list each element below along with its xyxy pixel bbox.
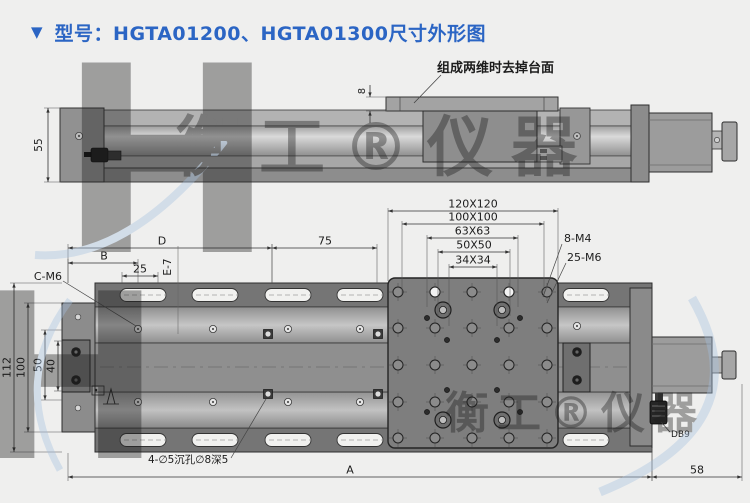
m6-hole	[429, 432, 441, 444]
watermark-logo-h: H	[0, 246, 163, 503]
label-db9: DB9	[671, 430, 690, 440]
m6-hole	[429, 322, 441, 334]
watermark-swoosh	[34, 137, 229, 260]
dim-label: 120X120	[448, 198, 498, 211]
switch-symbol	[91, 385, 105, 396]
highlight-hole	[503, 286, 515, 298]
dim-label: B	[100, 250, 108, 263]
m6-hole	[541, 432, 553, 444]
dim-label: 58	[690, 464, 704, 477]
dim-label: 50	[32, 358, 45, 372]
dim-label: 50X50	[456, 239, 492, 252]
watermark-swoosh	[598, 295, 719, 497]
dim-label: 75	[318, 235, 332, 248]
m4-hole	[424, 315, 430, 321]
side-view	[59, 96, 738, 183]
label-c-m6: C-M6	[34, 270, 62, 283]
m6-hole	[392, 396, 404, 408]
highlight-hole	[429, 286, 441, 298]
m6-hole	[541, 322, 553, 334]
dim-label: 112	[1, 357, 14, 378]
m6-hole	[392, 359, 404, 371]
watermark-swoosh	[33, 297, 73, 472]
dim-label: 100	[15, 357, 28, 378]
dim-label: 25	[133, 263, 147, 276]
plan-motor-body	[651, 336, 713, 394]
m6-hole	[466, 359, 478, 371]
plan-motor-knob	[721, 350, 737, 380]
dim-label: A	[346, 464, 354, 477]
label-8-m4: 8-M4	[564, 232, 591, 245]
m6-hole	[541, 396, 553, 408]
m4-hole	[494, 387, 500, 393]
side-connector-plug	[107, 150, 122, 161]
dim-label: D	[158, 235, 166, 248]
watermark-brand-text: 衡工®仪器	[175, 109, 595, 186]
m6-hole	[466, 322, 478, 334]
label-e7: E-7	[162, 258, 174, 275]
side-motor-body	[648, 112, 713, 173]
m4-hole	[444, 387, 450, 393]
m6-hole	[466, 396, 478, 408]
dim-label: 63X63	[455, 225, 491, 238]
watermark-logo-h: H	[58, 12, 276, 314]
m6-hole	[429, 359, 441, 371]
m6-hole	[503, 359, 515, 371]
page-title-text: 型号：HGTA01200、HGTA01300尺寸外形图	[54, 23, 486, 45]
watermark: H H 衡工®仪器 衡工®仪器	[0, 12, 719, 503]
m6-hole	[466, 286, 478, 298]
callout-leader	[413, 74, 442, 104]
m6-hole	[392, 432, 404, 444]
dim-55: 55	[33, 138, 45, 151]
plan-view	[61, 277, 737, 453]
m4-hole	[517, 409, 523, 415]
dim-label: 34X34	[455, 254, 491, 267]
side-left-endcap	[59, 107, 105, 183]
m6-hole	[503, 396, 515, 408]
m4-hole	[424, 409, 430, 415]
m6-hole	[503, 322, 515, 334]
dim-label: 100X100	[448, 211, 498, 224]
dim-label: 40	[45, 359, 58, 373]
m6-hole	[392, 286, 404, 298]
dim-8: 8	[357, 88, 368, 94]
db9-connector	[649, 400, 668, 425]
m6-hole	[466, 432, 478, 444]
section-marker-icon: ▼	[31, 23, 43, 41]
m4-hole	[494, 337, 500, 343]
page-title: ▼ 型号：HGTA01200、HGTA01300尺寸外形图	[31, 19, 486, 46]
side-carriage-block	[422, 110, 538, 163]
watermark-brand-text: 衡工®仪器	[445, 388, 705, 439]
plan-view-labels: C-M6 E-7 8-M4 25-M6 4-∅5沉孔∅8深5 DB9	[34, 232, 690, 466]
m6-hole	[429, 396, 441, 408]
m6-hole	[503, 432, 515, 444]
side-view-dims: 55 8 组成两维时去掉台面	[33, 60, 554, 183]
label-counterbore: 4-∅5沉孔∅8深5	[148, 453, 228, 466]
side-motor-knob	[721, 121, 738, 162]
callout-text: 组成两维时去掉台面	[437, 60, 554, 76]
m6-hole	[541, 359, 553, 371]
cable-stem	[84, 152, 92, 157]
m6-hole	[392, 322, 404, 334]
label-25-m6: 25-M6	[567, 251, 601, 264]
m4-hole	[517, 315, 523, 321]
m4-hole	[444, 337, 450, 343]
side-motor-flange	[630, 104, 650, 183]
